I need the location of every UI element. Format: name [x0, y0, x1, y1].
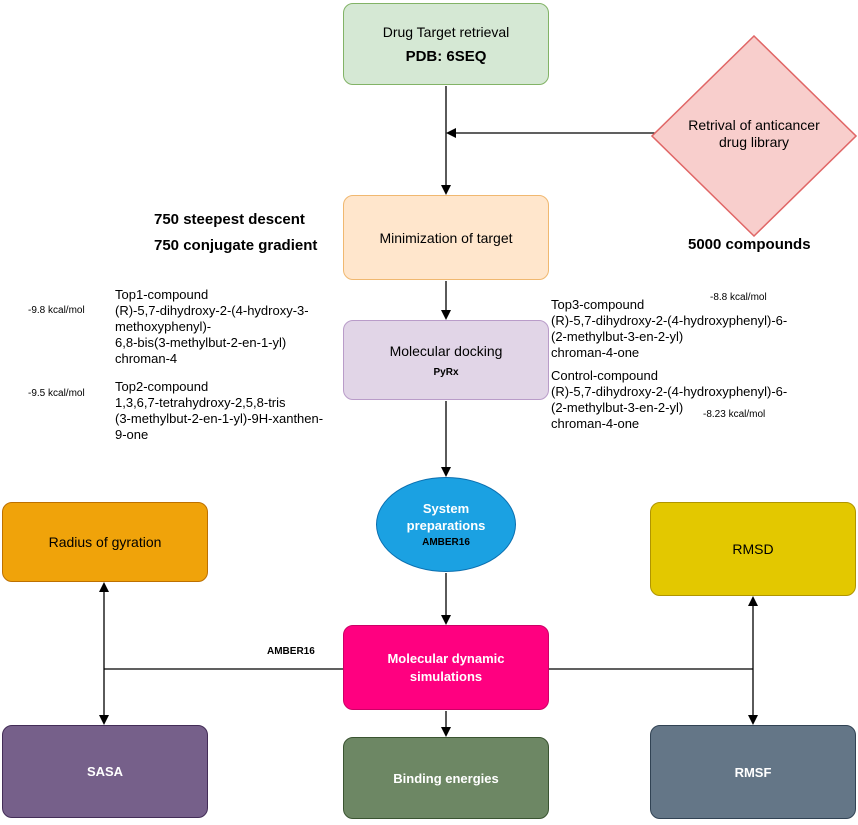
top1-compound: Top1-compound (R)-5,7-dihydroxy-2-(4-hyd…	[115, 287, 309, 367]
minimization-title: Minimization of target	[379, 229, 513, 246]
top1-line: Top1-compound	[115, 287, 209, 302]
md-simulations-node: Molecular dynamic simulations	[343, 625, 549, 710]
docking-tool: PyRx	[433, 366, 459, 378]
docking-node: Molecular docking PyRx	[343, 320, 549, 400]
conjugate-gradient-label: 750 conjugate gradient	[154, 237, 318, 254]
top3-line: Top3-compound	[551, 297, 645, 312]
minimization-node: Minimization of target	[343, 195, 549, 280]
sasa-title: SASA	[86, 764, 124, 779]
top3-compound: Top3-compound (R)-5,7-dihydroxy-2-(4-hyd…	[551, 297, 787, 361]
md-title: Molecular dynamic simulations	[387, 650, 505, 684]
control-line: (R)-5,7-dihydroxy-2-(4-hydroxyphenyl)-6-	[551, 384, 788, 399]
control-line: (2-methylbut-3-en-2-yl)	[551, 400, 684, 415]
drug-target-title: Drug Target retrieval	[382, 23, 510, 40]
control-energy: -8.23 kcal/mol	[703, 409, 766, 420]
top1-line: methoxyphenyl)-	[115, 319, 212, 334]
top2-energy: -9.5 kcal/mol	[28, 388, 85, 399]
rog-title: Radius of gyration	[48, 534, 162, 550]
top2-line: 1,3,6,7-tetrahydroxy-2,5,8-tris	[115, 395, 286, 410]
system-preparations-node: System preparations AMBER16	[376, 477, 516, 572]
rmsd-title: RMSD	[732, 541, 774, 557]
binding-energies-node: Binding energies	[343, 737, 549, 819]
control-compound: Control-compound (R)-5,7-dihydroxy-2-(4-…	[551, 368, 787, 432]
top1-line: (R)-5,7-dihydroxy-2-(4-hydroxy-3-	[115, 303, 309, 318]
drug-target-node: Drug Target retrieval PDB: 6SEQ	[343, 3, 549, 85]
top1-line: chroman-4	[115, 351, 178, 366]
library-diamond	[651, 35, 857, 237]
sasa-node: SASA	[2, 725, 208, 818]
top2-line: Top2-compound	[115, 379, 209, 394]
library-title: Retrival of anticancer drug library	[688, 116, 820, 151]
control-line: chroman-4-one	[551, 416, 640, 431]
rmsd-node: RMSD	[650, 502, 856, 596]
radius-of-gyration-node: Radius of gyration	[2, 502, 208, 582]
control-line: Control-compound	[551, 368, 658, 383]
top2-compound: Top2-compound 1,3,6,7-tetrahydroxy-2,5,8…	[115, 379, 323, 443]
top2-line: 9-one	[115, 427, 149, 442]
drug-target-pdb: PDB: 6SEQ	[405, 47, 487, 65]
top3-line: (2-methylbut-3-en-2-yl)	[551, 329, 684, 344]
library-node: Retrival of anticancer drug library	[651, 114, 857, 154]
top1-line: 6,8-bis(3-methylbut-2-en-1-yl)	[115, 335, 287, 350]
compounds-count-label: 5000 compounds	[688, 236, 811, 253]
top3-line: (R)-5,7-dihydroxy-2-(4-hydroxyphenyl)-6-	[551, 313, 788, 328]
system-tool: AMBER16	[422, 536, 470, 548]
top3-energy: -8.8 kcal/mol	[710, 292, 767, 303]
top1-energy: -9.8 kcal/mol	[28, 305, 85, 316]
binding-title: Binding energies	[393, 770, 499, 786]
top3-line: chroman-4-one	[551, 345, 640, 360]
top2-line: (3-methylbut-2-en-1-yl)-9H-xanthen-	[115, 411, 324, 426]
system-title: System preparations	[406, 501, 486, 533]
rmsf-node: RMSF	[650, 725, 856, 819]
md-amber-label: AMBER16	[267, 646, 315, 657]
docking-title: Molecular docking	[389, 342, 503, 359]
steepest-descent-label: 750 steepest descent	[154, 211, 305, 228]
rmsf-title: RMSF	[734, 764, 772, 780]
